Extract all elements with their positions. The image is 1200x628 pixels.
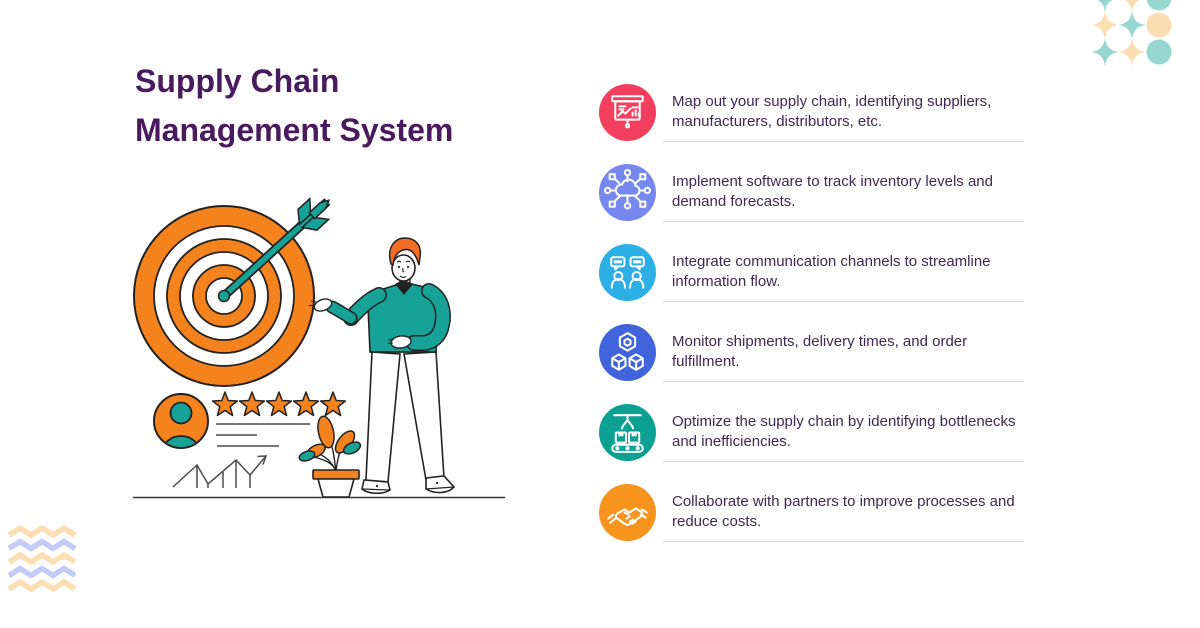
step-row-3: Integrate communication channels to stre…	[599, 232, 1024, 312]
page-title: Supply Chain Management System	[135, 63, 454, 148]
step-icon-badge	[599, 243, 656, 301]
five-star-rating	[211, 391, 347, 417]
communication-chat-icon	[610, 255, 645, 289]
step-row-5: Optimize the supply chain by identifying…	[599, 392, 1024, 472]
step-icon-badge	[599, 323, 656, 381]
step-divider	[663, 381, 1024, 382]
step-icon-badge	[599, 483, 656, 541]
step-row-1: Map out your supply chain, identifying s…	[599, 72, 1024, 152]
review-text-lines	[216, 423, 310, 447]
corner-dots-decoration	[1091, 0, 1172, 66]
steps-list: Map out your supply chain, identifying s…	[599, 72, 1024, 552]
presenter-man	[309, 237, 456, 495]
reviewer-avatar	[153, 393, 209, 449]
step-row-6: Collaborate with partners to improve pro…	[599, 472, 1024, 552]
step-text: Collaborate with partners to improve pro…	[672, 493, 1015, 530]
target-presenter-illustration	[133, 197, 505, 499]
potted-plant	[298, 415, 362, 498]
step-text: Integrate communication channels to stre…	[672, 253, 991, 290]
step-divider	[663, 301, 1024, 302]
packages-icon	[611, 331, 644, 371]
step-icon-badge	[599, 403, 656, 461]
step-divider	[663, 461, 1024, 462]
step-divider	[663, 541, 1024, 542]
step-text: Monitor shipments, delivery times, and o…	[672, 333, 968, 370]
presentation-chart-icon	[611, 94, 644, 128]
network-nodes-icon	[603, 168, 652, 209]
dart-arrow	[217, 197, 331, 303]
step-divider	[663, 141, 1024, 142]
step-icon-badge	[599, 163, 656, 221]
step-text: Implement software to track inventory le…	[672, 173, 993, 210]
zigzag-decoration	[7, 525, 77, 593]
step-text: Map out your supply chain, identifying s…	[672, 93, 992, 130]
step-icon-badge	[599, 83, 656, 141]
step-row-2: Implement software to track inventory le…	[599, 152, 1024, 232]
handshake-icon	[607, 506, 648, 526]
step-divider	[663, 221, 1024, 222]
conveyor-crane-icon	[611, 413, 644, 453]
growth-chart	[172, 455, 268, 488]
step-text: Optimize the supply chain by identifying…	[672, 413, 1016, 450]
step-row-4: Monitor shipments, delivery times, and o…	[599, 312, 1024, 392]
